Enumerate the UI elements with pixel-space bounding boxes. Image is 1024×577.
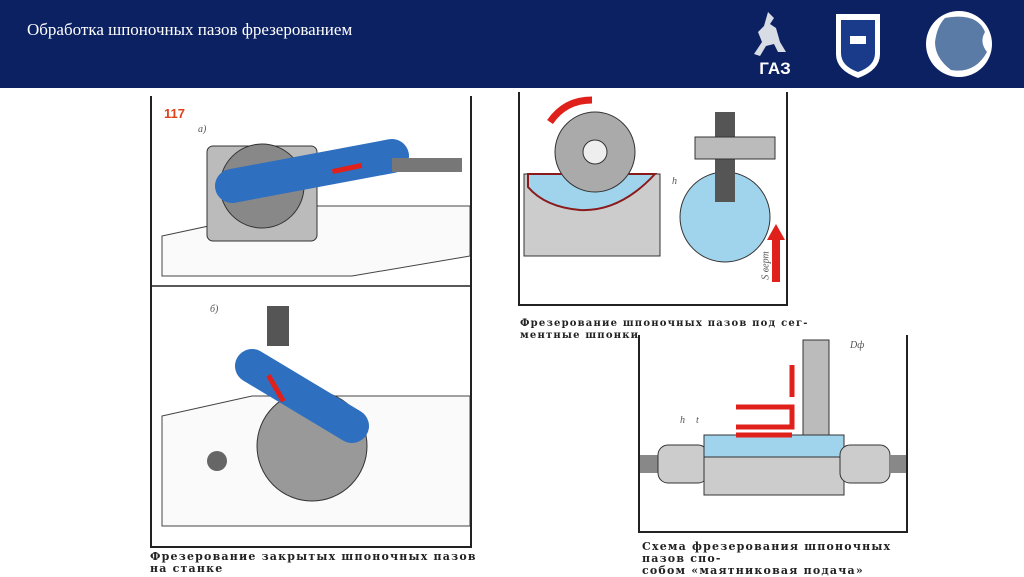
- label-a: а): [198, 124, 207, 135]
- caption-line: ментные шпонки: [520, 330, 640, 341]
- label-h: h: [680, 415, 685, 426]
- caption-line: Фрезерование закрытых шпоночных пазов: [150, 550, 477, 563]
- caption-line: на станке: [150, 562, 224, 575]
- figure-number: 117: [164, 106, 185, 121]
- figure-pendulum-feed: h t Dф: [638, 335, 908, 533]
- caption-line: Схема фрезерования шпоночных пазов спо-: [642, 540, 892, 565]
- illustration-disk-cutter: [523, 96, 785, 282]
- illustration-end-mill: [640, 339, 906, 496]
- label-h: h: [672, 176, 677, 187]
- caption-line: собом «маятниковая подача»: [642, 564, 864, 577]
- caption-line: Фрезерование шпоночных пазов под сег-: [520, 318, 809, 329]
- label-d: Dф: [850, 340, 865, 351]
- figure-closed-keyway-milling: 117 а) б): [150, 96, 472, 548]
- figure-segment-key-milling: h S верт: [518, 92, 788, 306]
- slide-title: Обработка шпоночных пазов фрезерованием: [27, 20, 353, 39]
- gaz-logo: ГАЗ: [754, 12, 791, 78]
- caption-bottom-right: Схема фрезерования шпоночных пазов спо- …: [642, 541, 922, 577]
- caption-left: Фрезерование закрытых шпоночных пазов на…: [150, 551, 480, 575]
- circle-logo: [926, 11, 992, 77]
- nami-logo: [836, 14, 880, 78]
- label-b: б): [210, 304, 219, 315]
- slide-header: Обработка шпоночных пазов фрезерованием …: [0, 0, 1024, 88]
- caption-top-right: Фрезерование шпоночных пазов под сег- ме…: [520, 318, 810, 342]
- label-t: t: [696, 415, 699, 426]
- svg-text:ГАЗ: ГАЗ: [759, 59, 791, 78]
- illustration-dividing-head: [152, 139, 471, 527]
- label-s-vert: S верт: [760, 251, 772, 280]
